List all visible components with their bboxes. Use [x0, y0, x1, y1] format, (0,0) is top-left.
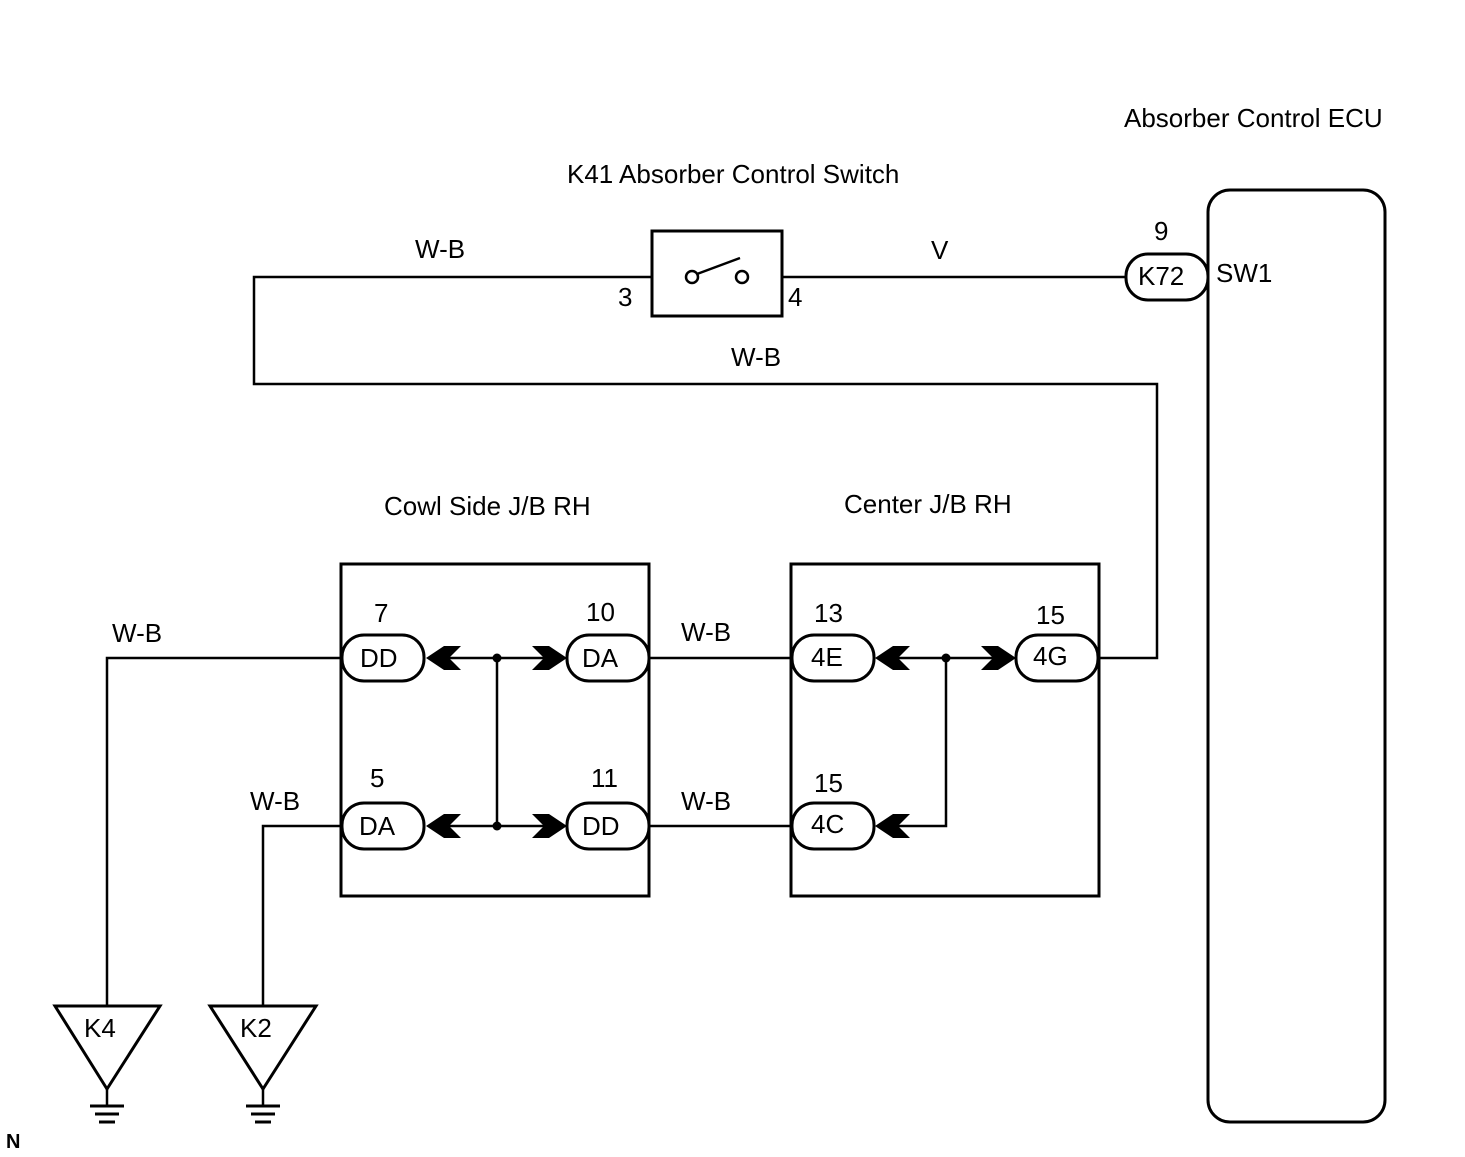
splice-dot	[492, 821, 502, 831]
switch-contact-symbol	[684, 256, 750, 285]
ecu-terminal-label: SW1	[1216, 258, 1272, 288]
ground-label: K2	[240, 1013, 272, 1043]
connector-pin: 15	[1036, 600, 1065, 630]
switch-box	[650, 229, 784, 318]
wire-label: W-B	[250, 786, 300, 816]
arrow-icon	[532, 814, 567, 838]
connector-pin: 11	[591, 763, 618, 793]
arrow-icon	[426, 814, 461, 838]
center-jb-box	[789, 562, 1101, 898]
switch-pin-4: 4	[788, 282, 802, 312]
ecu-title: Absorber Control ECU	[1124, 103, 1383, 133]
corner-mark: N	[6, 1131, 20, 1153]
arrow-icon	[875, 646, 910, 670]
ecu-pin-number: 9	[1154, 216, 1168, 246]
arrow-icon	[532, 646, 567, 670]
connector-code: DA	[582, 643, 619, 673]
connector-code: 4G	[1033, 641, 1068, 671]
connector-4g	[1014, 633, 1100, 683]
wire-ground-k2	[261, 824, 342, 1089]
connector-pin: 10	[586, 597, 615, 627]
center-bus-vertical	[881, 658, 948, 828]
splice-dot	[492, 653, 502, 663]
ground-label: K4	[84, 1013, 116, 1043]
connector-code: 4C	[811, 809, 844, 839]
connector-code: DD	[360, 643, 398, 673]
ecu-connector-code: K72	[1138, 261, 1184, 291]
arrow-icon	[981, 646, 1016, 670]
center-jb-title: Center J/B RH	[844, 489, 1012, 519]
wire-w-b-return	[252, 275, 1159, 660]
splice-dot	[941, 653, 951, 663]
connector-pin: 7	[374, 598, 388, 628]
connector-code: DD	[582, 811, 620, 841]
ground-point-k4	[52, 1004, 163, 1092]
ground-icon	[90, 1104, 124, 1124]
connector-pin: 13	[814, 598, 843, 628]
ground-point-k2	[207, 1004, 319, 1092]
connector-code: DA	[359, 811, 396, 841]
wire-label-return: W-B	[731, 342, 781, 372]
connector-4c	[790, 801, 876, 851]
wire-ground-k4	[105, 656, 342, 1089]
switch-pin-3: 3	[618, 282, 632, 312]
ecu-box	[1206, 188, 1387, 1124]
wire-label: W-B	[681, 617, 731, 647]
wire-label-switch-left: W-B	[415, 234, 465, 264]
wire-label: W-B	[681, 786, 731, 816]
connector-pin: 15	[814, 768, 843, 798]
connector-4e	[790, 633, 876, 683]
wire-label: W-B	[112, 618, 162, 648]
connector-code: 4E	[811, 642, 843, 672]
ecu-connector-k72	[1124, 252, 1210, 302]
arrow-icon	[426, 646, 461, 670]
connector-pin: 5	[370, 763, 384, 793]
arrow-icon	[875, 814, 910, 838]
cowl-jb-box	[339, 562, 651, 898]
ground-icon	[246, 1104, 280, 1124]
wire-label-switch-ecu: V	[931, 235, 949, 265]
cowl-jb-title: Cowl Side J/B RH	[384, 491, 591, 521]
switch-title: K41 Absorber Control Switch	[567, 159, 899, 189]
